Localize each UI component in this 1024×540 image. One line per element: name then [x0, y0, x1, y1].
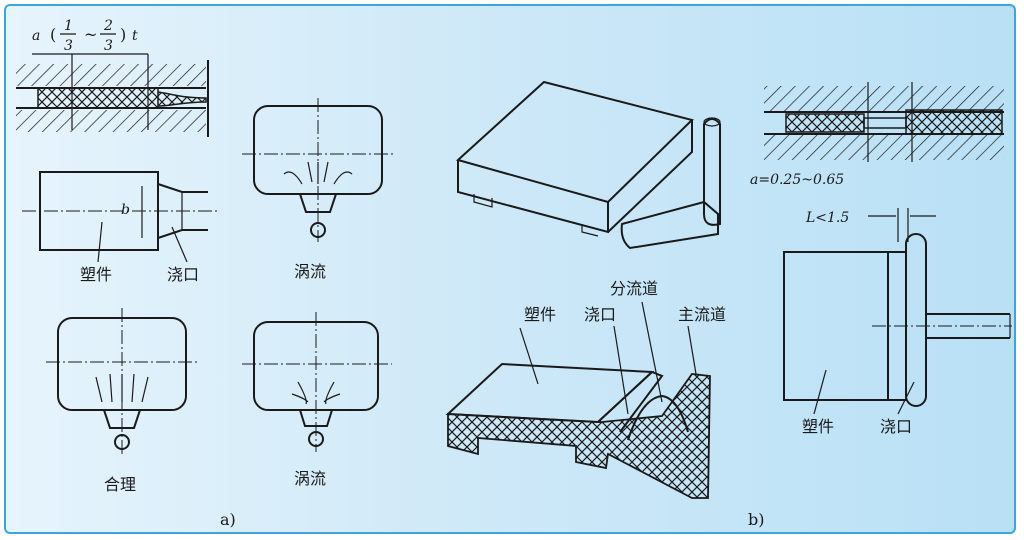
- part-plan-b: L<1.5 塑件 浇口: [783, 208, 1012, 436]
- svg-text:(: (: [50, 25, 56, 44]
- caption-a: a): [220, 510, 236, 529]
- label-part-a: 塑件: [80, 265, 112, 284]
- diagram-frame: a ( 1 3 ~ 2 3 ) t b 塑件 浇口: [4, 4, 1016, 534]
- caption-b: b): [748, 510, 764, 529]
- dim-L: L<1.5: [805, 210, 849, 226]
- svg-text:~: ~: [84, 25, 97, 44]
- label-gate-b: 浇口: [584, 305, 616, 324]
- label-vortex-2: 涡流: [294, 469, 326, 488]
- label-runner: 分流道: [610, 279, 658, 298]
- label-reasonable: 合理: [104, 475, 136, 494]
- svg-text:1: 1: [64, 18, 73, 34]
- svg-text:): ): [120, 25, 126, 44]
- svg-text:2: 2: [103, 18, 113, 34]
- label-gate-a: 浇口: [167, 265, 199, 284]
- formula-a: a ( 1 3 ~ 2 3 ) t: [32, 18, 138, 54]
- mold-section-a: [16, 53, 209, 137]
- label-gate-b2: 浇口: [880, 417, 912, 436]
- formula-b: a=0.25~0.65: [750, 172, 844, 188]
- svg-text:3: 3: [104, 38, 113, 54]
- isometric-section-bottom: 塑件 浇口 分流道 主流道: [445, 279, 726, 499]
- gate-design-diagram: a ( 1 3 ~ 2 3 ) t b 塑件 浇口: [16, 18, 1012, 529]
- label-part-b2: 塑件: [802, 417, 834, 436]
- label-part-b: 塑件: [524, 305, 556, 324]
- dim-b: b: [121, 202, 130, 218]
- part-plan-a: b 塑件 浇口: [22, 171, 217, 284]
- mold-section-b: a=0.25~0.65: [750, 82, 1004, 188]
- vortex-diagram-2: 涡流: [242, 312, 392, 488]
- label-sprue: 主流道: [678, 305, 726, 324]
- isometric-part-top: [455, 80, 721, 250]
- svg-text:t: t: [132, 28, 138, 44]
- reasonable-diagram: 合理: [46, 308, 198, 494]
- formula-a-var: a: [32, 28, 40, 44]
- vortex-diagram-1: 涡流: [242, 98, 394, 281]
- label-vortex-1: 涡流: [294, 262, 326, 281]
- svg-text:3: 3: [64, 38, 73, 54]
